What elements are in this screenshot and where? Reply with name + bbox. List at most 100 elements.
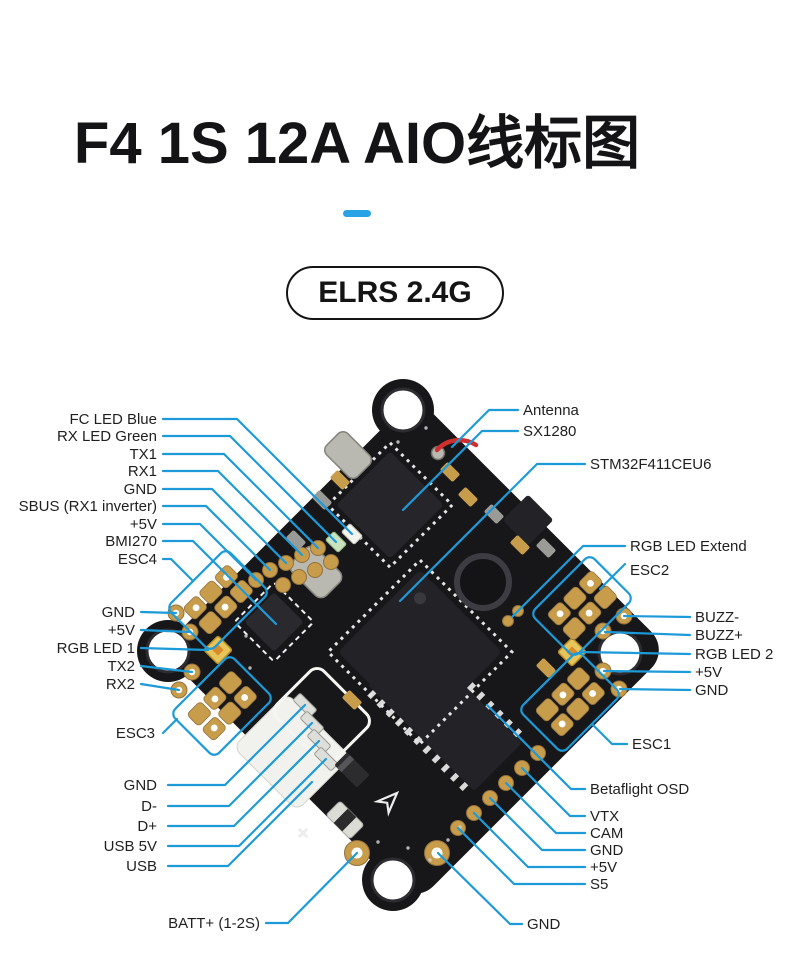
leader-5v-right	[602, 669, 692, 674]
leader-tx1	[161, 452, 320, 550]
antenna-wire	[430, 437, 479, 461]
label-sx1280: SX1280	[523, 423, 577, 440]
leader-gnd-right	[618, 687, 692, 692]
leader-gnd-bottom	[436, 851, 524, 926]
label-betaflight-osd: Betaflight OSD	[590, 781, 690, 798]
leader-gnd-uart1	[161, 487, 288, 565]
label-5v-uart1: +5V	[129, 516, 157, 533]
mounting-hole-left	[145, 628, 191, 674]
label-buzz-plus: BUZZ+	[695, 627, 743, 644]
page-title: F4 1S 12A AIO线标图	[73, 111, 641, 176]
leader-cam	[504, 781, 587, 835]
label-rgb-led-extend: RGB LED Extend	[630, 538, 747, 555]
label-fc-led-blue: FC LED Blue	[69, 411, 157, 428]
plus-silkscreen	[297, 827, 309, 839]
label-d-minus: D-	[141, 798, 157, 815]
label-d-plus: D+	[137, 818, 157, 835]
label-buzz-minus: BUZZ-	[695, 609, 740, 626]
leader-sx1280	[401, 429, 520, 512]
esc4-pad-group	[168, 550, 268, 650]
label-5v-left: +5V	[107, 622, 135, 639]
badge-text: ELRS 2.4G	[286, 266, 504, 320]
leader-5v-uart1	[161, 522, 258, 582]
label-rx1: RX1	[127, 463, 157, 480]
label-usb-5v: USB 5V	[103, 838, 157, 855]
label-batt-plus: BATT+ (1-2S)	[168, 915, 260, 932]
title-accent-dash	[343, 210, 371, 217]
leader-buzz-plus	[603, 630, 692, 637]
crystal-1	[323, 430, 373, 480]
sx1280-chip	[325, 440, 455, 570]
label-gnd-usb: GND	[123, 777, 157, 794]
label-gnd-cam: GND	[590, 842, 624, 859]
leader-buzz-minus	[622, 614, 692, 619]
leader-rx1	[161, 469, 304, 557]
label-tx2: TX2	[107, 658, 135, 675]
label-sbus: SBUS (RX1 inverter)	[18, 498, 157, 515]
label-tx1: TX1	[129, 446, 157, 463]
leader-gnd-cam	[488, 796, 587, 852]
label-gnd-uart1: GND	[123, 481, 157, 498]
leader-gnd-usb	[166, 703, 307, 787]
leader-fc-led-blue	[161, 417, 354, 536]
rgb-led-2	[557, 637, 587, 667]
leader-bmi270	[161, 539, 278, 626]
leader-esc2	[598, 562, 627, 591]
mounting-hole-top	[380, 387, 426, 433]
label-gnd-bottom: GND	[527, 916, 561, 933]
label-5v-right: +5V	[695, 664, 723, 681]
leader-5v-left	[139, 628, 192, 634]
label-rx2: RX2	[105, 676, 135, 693]
esc2-pad-group	[532, 556, 632, 656]
mounting-hole-bottom	[370, 857, 416, 903]
shunt-resistor	[326, 801, 364, 839]
leader-batt-plus	[264, 851, 359, 925]
label-gnd-right: GND	[695, 682, 729, 699]
label-rgb-led-2: RGB LED 2	[695, 646, 774, 663]
leader-lines	[139, 408, 692, 926]
label-vtx: VTX	[590, 808, 620, 825]
leader-usb	[166, 780, 314, 868]
label-bmi270: BMI270	[105, 533, 157, 550]
label-s5: S5	[590, 876, 609, 893]
label-esc3: ESC3	[115, 725, 155, 742]
leader-esc3	[161, 717, 179, 735]
leader-betaflight-osd	[485, 703, 587, 791]
usb-connector	[236, 667, 371, 808]
leader-tx2	[139, 664, 194, 674]
leader-esc4	[161, 557, 195, 583]
buck-converter-chip	[503, 495, 553, 545]
via-dots	[244, 426, 462, 862]
esc3-pad-group	[172, 656, 272, 756]
stm32-chip	[325, 557, 515, 747]
badge-pill: ELRS 2.4G	[0, 266, 790, 320]
power-inductor	[454, 553, 512, 611]
label-antenna: Antenna	[523, 402, 579, 419]
leader-rgb-led-1	[139, 646, 210, 652]
leader-sbus	[161, 504, 272, 572]
leader-rx2	[139, 682, 181, 692]
leader-gnd-left	[139, 610, 178, 615]
leader-antenna	[450, 408, 520, 449]
leader-rx-led-green	[161, 434, 338, 544]
leader-rgb-led-2	[578, 650, 692, 656]
leader-esc1	[590, 722, 629, 746]
smd-passives	[286, 462, 556, 710]
leader-stm32	[398, 462, 587, 603]
label-usb: USB	[126, 858, 157, 875]
leader-s5	[456, 826, 587, 886]
arrow-logo	[373, 790, 400, 817]
leader-5v-s5	[472, 811, 587, 869]
label-cam: CAM	[590, 825, 624, 842]
leader-d-minus	[166, 721, 314, 808]
label-esc4: ESC4	[117, 551, 157, 568]
label-rgb-led-1: RGB LED 1	[56, 640, 135, 657]
leader-d-plus	[166, 739, 321, 828]
label-esc1: ESC1	[632, 736, 672, 753]
label-stm32: STM32F411CEU6	[590, 456, 712, 473]
label-gnd-left: GND	[101, 604, 135, 621]
label-rx-led-green: RX LED Green	[56, 428, 157, 445]
leader-rgb-led-extend	[510, 544, 627, 619]
leader-usb-5v	[166, 757, 328, 848]
